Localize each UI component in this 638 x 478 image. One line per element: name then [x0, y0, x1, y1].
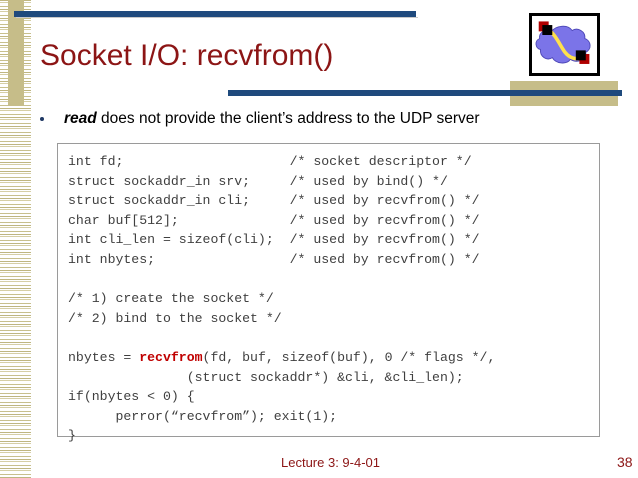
footer-page-number: 38: [617, 454, 633, 470]
bullet-emphasis: read: [64, 110, 97, 127]
mid-horizontal-rule: [228, 90, 622, 96]
code-text: int fd; /* socket descriptor */ struct s…: [68, 154, 496, 444]
footer-lecture-label: Lecture 3: 9-4-01: [281, 455, 381, 470]
left-accent-bar: [8, 0, 24, 106]
network-cloud-logo-icon: [529, 13, 600, 76]
top-horizontal-rule-shadow: [16, 17, 418, 18]
code-highlight-token: recvfrom: [139, 349, 203, 365]
bullet-dot-icon: [40, 117, 44, 121]
slide-title: Socket I/O: recvfrom(): [40, 39, 334, 72]
code-block: int fd; /* socket descriptor */ struct s…: [57, 143, 600, 443]
bullet-text: read does not provide the client’s addre…: [64, 110, 480, 128]
bullet-rest: does not provide the client’s address to…: [96, 110, 480, 127]
top-horizontal-rule: [14, 11, 416, 17]
bullet-row: read does not provide the client’s addre…: [40, 108, 600, 130]
